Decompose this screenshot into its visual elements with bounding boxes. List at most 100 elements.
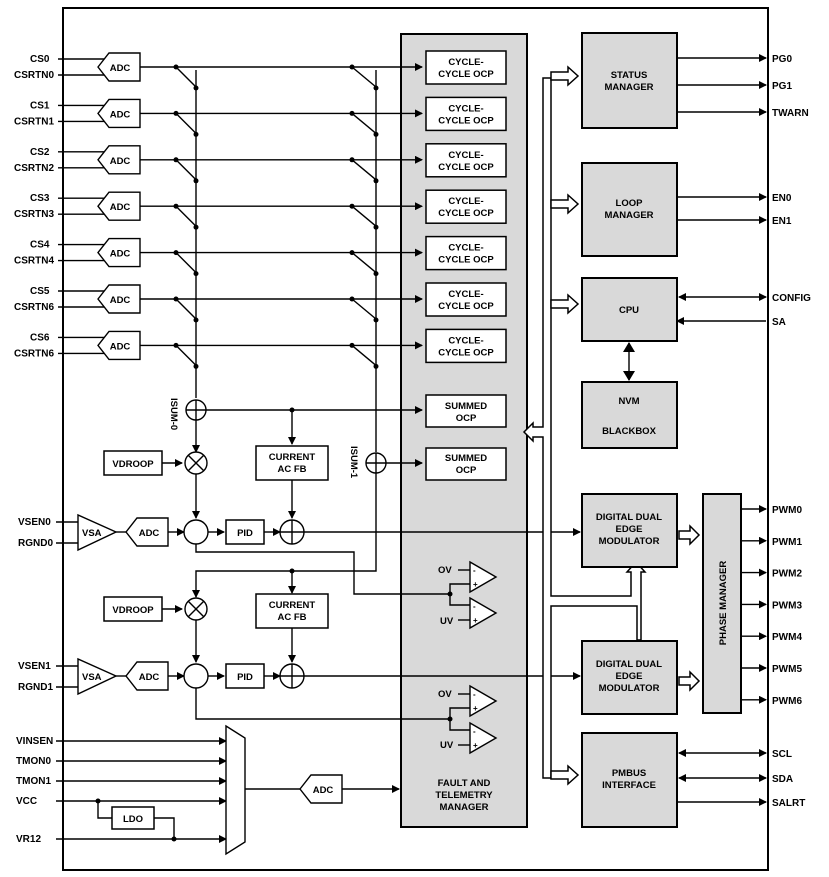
svg-text:+: + <box>473 741 478 750</box>
svg-text:-: - <box>473 727 476 736</box>
current-ac-fb-1-label: CURRENT <box>269 600 316 611</box>
isum1-label: ISUM-1 <box>348 446 359 479</box>
error-node-0 <box>183 519 209 545</box>
system-bus <box>522 77 647 779</box>
svg-text:+: + <box>473 580 478 589</box>
loop-manager-label: LOOP <box>616 198 644 209</box>
adc-cs5-label: ADC <box>110 295 131 306</box>
summed-ocp-1-label: SUMMED <box>445 453 487 464</box>
nvm-blackbox <box>581 381 678 449</box>
cycle-ocp-1-label: CYCLE- <box>448 103 483 114</box>
pin-cs5: CS5 <box>30 286 50 297</box>
vsa-0-label: VSA <box>82 528 102 539</box>
cycle-ocp-4 <box>425 235 507 271</box>
current-sense-inputs: CS0CSRTN0ADCCS1CSRTN1ADCCS2CSRTN2ADCCS3C… <box>14 52 423 369</box>
uv-label-0: UV <box>440 616 454 627</box>
pid-0 <box>225 519 265 545</box>
chip-outline <box>62 7 769 871</box>
vdroop-0 <box>103 450 163 476</box>
pid-1-label: PID <box>237 672 253 683</box>
vsa-0 <box>77 513 118 552</box>
pin-csrtn6: CSRTN6 <box>14 348 54 359</box>
cycle-ocp-6-label2: CYCLE OCP <box>438 347 494 358</box>
cycle-ocp-3-label: CYCLE- <box>448 196 483 207</box>
ddem0-label: DIGITAL DUAL <box>596 512 662 523</box>
nvm-label: NVM <box>618 396 639 407</box>
status-manager-label2: MANAGER <box>604 82 653 93</box>
bus-branches <box>550 65 580 786</box>
cpu-label: CPU <box>619 305 639 316</box>
pin-csrtn5: CSRTN6 <box>14 302 54 313</box>
pin-pwm5: PWM5 <box>772 664 802 675</box>
ovuv-comparators-0: - + - + <box>447 560 498 630</box>
pin-rgnd0: RGND0 <box>18 538 53 549</box>
pin-vsen0: VSEN0 <box>18 517 51 528</box>
adc-cs3-label: ADC <box>110 202 131 213</box>
vdroop-0-label: VDROOP <box>112 459 154 470</box>
pin-csrtn4: CSRTN4 <box>14 256 54 267</box>
cycle-ocp-0-label: CYCLE- <box>448 57 483 68</box>
vsa-1-label: VSA <box>82 672 102 683</box>
vdroop-1-label: VDROOP <box>112 605 154 616</box>
pin-cs1: CS1 <box>30 100 50 111</box>
pin-cs2: CS2 <box>30 147 50 158</box>
ov-label-0: OV <box>438 565 452 576</box>
cycle-ocp-6-label: CYCLE- <box>448 335 483 346</box>
pin-csrtn1: CSRTN1 <box>14 116 54 127</box>
summed-ocp-0 <box>425 394 507 428</box>
phase-manager-label: PHASE MANAGER <box>718 561 729 646</box>
svg-text:-: - <box>473 602 476 611</box>
fault-label-2: MANAGER <box>439 802 488 813</box>
pin-vsen1: VSEN1 <box>18 661 51 672</box>
pid-1 <box>225 663 265 689</box>
pmbus-label2: INTERFACE <box>602 780 656 791</box>
loop-manager <box>581 162 678 257</box>
adc-telemetry-label: ADC <box>313 785 334 796</box>
pin-pg0: PG0 <box>772 54 792 65</box>
digital-dual-edge-modulator-0 <box>581 493 678 568</box>
ovuv-comparators-1: - + - + <box>447 684 498 755</box>
pin-cs4: CS4 <box>30 240 50 251</box>
adc-cs0-label: ADC <box>110 63 131 74</box>
pin-config: CONFIG <box>772 293 811 304</box>
cycle-ocp-3-label2: CYCLE OCP <box>438 208 494 219</box>
pin-rgnd1: RGND1 <box>18 682 53 693</box>
pin-pwm4: PWM4 <box>772 632 802 643</box>
pin-salrt: SALRT <box>772 798 805 809</box>
cycle-ocp-0 <box>425 50 507 85</box>
ov-label-1: OV <box>438 689 452 700</box>
cycle-ocp-5-label2: CYCLE OCP <box>438 301 494 312</box>
pin-pwm2: PWM2 <box>772 569 802 580</box>
pin-pwm0: PWM0 <box>772 505 802 516</box>
pin-sa: SA <box>772 317 786 328</box>
adc-vsen0-label: ADC <box>139 528 160 539</box>
isum0-label: ISUM-0 <box>168 398 179 430</box>
pin-vcc: VCC <box>16 796 37 807</box>
phase-manager <box>702 493 742 714</box>
cycle-ocp-4-label: CYCLE- <box>448 243 483 254</box>
blackbox-label: BLACKBOX <box>602 426 656 437</box>
cycle-ocp-2 <box>425 143 507 178</box>
status-manager-label: STATUS <box>611 70 648 81</box>
fault-label-1: TELEMETRY <box>435 790 493 801</box>
cycle-ocp-4-label2: CYCLE OCP <box>438 255 494 266</box>
analog-mux <box>225 724 246 856</box>
adc-cs1-label: ADC <box>110 109 131 120</box>
pin-sda: SDA <box>772 774 793 785</box>
error-node-1 <box>183 663 209 689</box>
summed-ocp-1-label2: OCP <box>456 465 477 476</box>
ddem1-label: DIGITAL DUAL <box>596 659 662 670</box>
digital-dual-edge-modulator-1 <box>581 640 678 715</box>
pin-cs0: CS0 <box>30 54 50 65</box>
pin-vr12: VR12 <box>16 834 41 845</box>
current-ac-fb-0-label: CURRENT <box>269 452 316 463</box>
loop-manager-label2: MANAGER <box>604 210 653 221</box>
cycle-ocp-2-label: CYCLE- <box>448 150 483 161</box>
summed-ocp-1 <box>425 447 507 481</box>
ddem0-label2: EDGE <box>616 524 643 535</box>
ddem0-label3: MODULATOR <box>599 536 660 547</box>
pin-csrtn2: CSRTN2 <box>14 163 54 174</box>
pin-vinsen: VINSEN <box>16 736 53 747</box>
